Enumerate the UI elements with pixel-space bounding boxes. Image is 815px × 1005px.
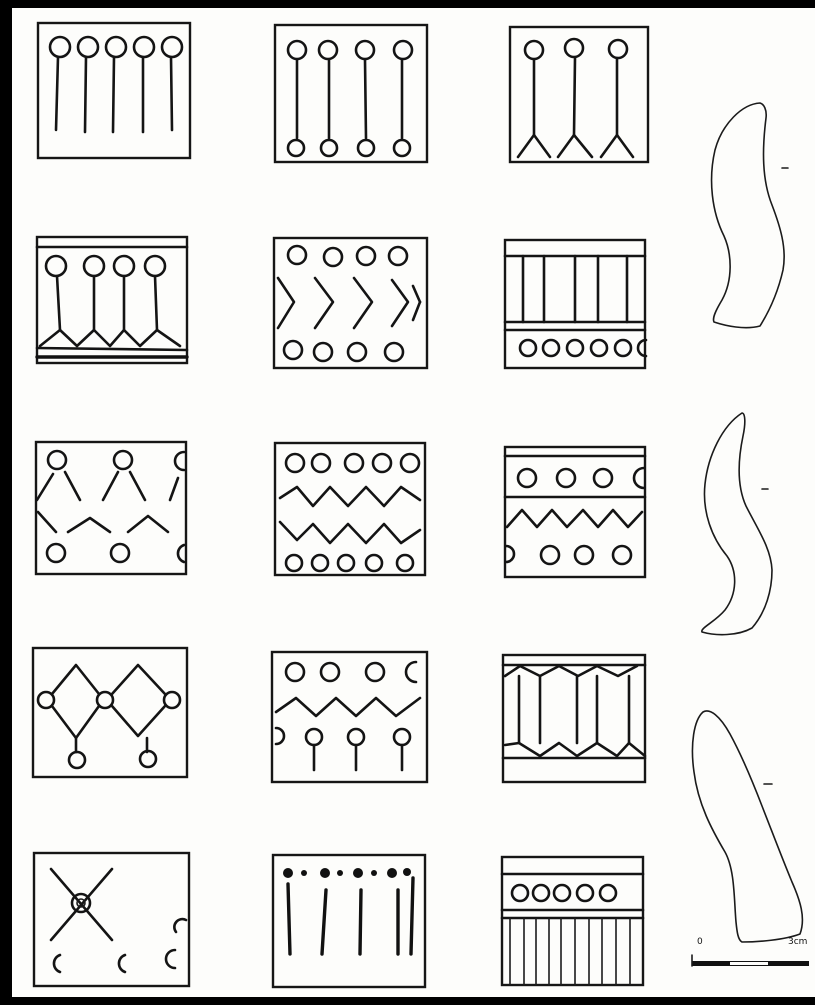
- motif-forked-stems: [510, 27, 648, 162]
- motif-circles-lattice: [36, 442, 186, 574]
- motif-dumbbell-circles: [275, 25, 427, 162]
- motif-banded-zigzag: [505, 447, 645, 577]
- scale-start-label: 0: [697, 937, 703, 947]
- motif-stems-zigzag-base: [37, 237, 187, 363]
- rim-profile-1: [712, 103, 788, 328]
- motif-double-zigzag: [275, 443, 425, 575]
- motif-bars-and-circles: [505, 240, 646, 368]
- motif-zigzag-pendants: [272, 652, 427, 782]
- rim-profile-3: [692, 711, 802, 942]
- motif-zigzag-panels: [503, 655, 645, 782]
- motif-circles-over-verticals: [502, 857, 643, 985]
- motif-lozenge-net: [33, 648, 187, 777]
- scale-end-label: 3cm: [788, 937, 807, 947]
- motif-chevrons: [274, 238, 427, 368]
- rim-profile-2: [702, 413, 772, 635]
- motif-cross-circle: [34, 853, 189, 986]
- motif-circles-with-stems: [38, 23, 190, 158]
- motif-dotted-strokes: [273, 855, 425, 987]
